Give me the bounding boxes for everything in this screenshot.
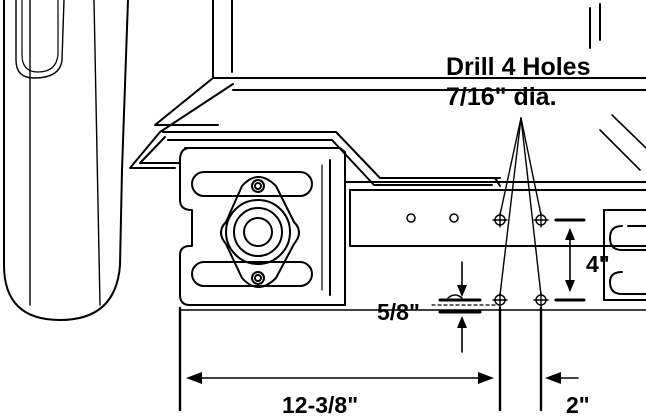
flange-bearing <box>220 176 300 288</box>
callout-line-2: 7/16" dia. <box>446 83 557 111</box>
dimension-label-5-8in: 5/8" <box>377 299 420 325</box>
arrow-4in-down <box>565 280 575 292</box>
arrow-12-3-8in-left <box>186 372 202 384</box>
drill-hole-markers <box>492 212 549 308</box>
arrow-4in-up <box>565 228 575 240</box>
callout-leaders <box>499 117 542 296</box>
dimension-5-8in <box>431 261 501 353</box>
dimension-label-4in: 4" <box>586 251 610 277</box>
arrow-5-8in-up <box>457 316 467 328</box>
dimension-12-3-8in <box>178 306 502 412</box>
mounting-plate <box>179 147 346 306</box>
channel-holes <box>406 213 459 223</box>
arrow-5-8in-down <box>457 285 467 297</box>
upper-frame <box>154 0 646 171</box>
callout-line-1: Drill 4 Holes <box>446 53 591 81</box>
angled-brace <box>129 131 501 187</box>
left-post <box>3 0 129 321</box>
arrow-2in-left <box>545 372 561 384</box>
arrow-12-3-8in-right <box>478 372 494 384</box>
dimension-label-12-3-8in: 12-3/8" <box>282 392 358 418</box>
dimension-label-2in: 2" <box>566 392 590 418</box>
channel-rail <box>179 181 646 311</box>
